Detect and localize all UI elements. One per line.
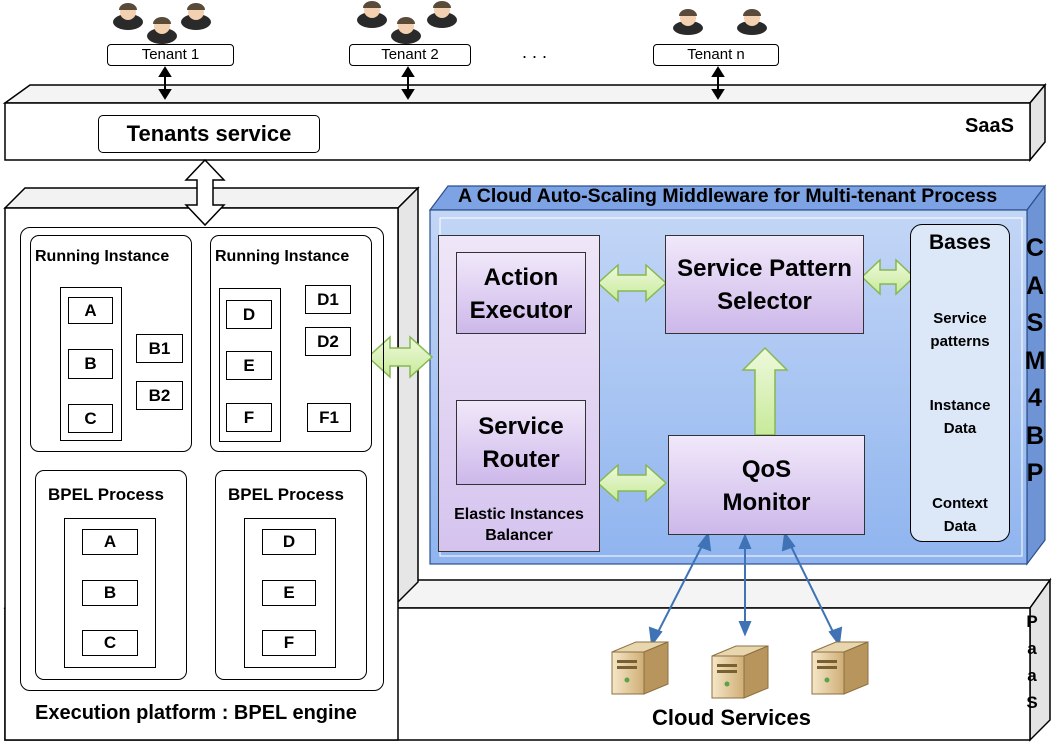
bases-panel[interactable]: Bases Service patterns Instance Data Con… xyxy=(910,224,1010,542)
tenant-n[interactable]: Tenant n xyxy=(653,44,779,66)
bpel-process-1-group xyxy=(64,518,156,668)
paas-letter: P xyxy=(1026,612,1038,631)
running-instance-2-title: Running Instance xyxy=(215,248,350,265)
bpel-node-c[interactable]: C xyxy=(82,630,138,656)
bpel-node-f[interactable]: F xyxy=(262,630,316,656)
bases-item-context-data: Context Data xyxy=(932,495,988,535)
running-instance-2-group xyxy=(219,288,281,442)
node-d2[interactable]: D2 xyxy=(305,327,351,356)
paas-letter: S xyxy=(1026,693,1038,712)
tenant-arrows xyxy=(158,66,725,100)
service-pattern-selector-label: Service Pattern Selector xyxy=(677,255,852,315)
bpel-node-d[interactable]: D xyxy=(262,529,316,555)
node-d[interactable]: D xyxy=(226,300,272,329)
server-icon-1 xyxy=(611,641,669,695)
tenant-1[interactable]: Tenant 1 xyxy=(107,44,234,66)
bpel-process-2-title: BPEL Process xyxy=(228,485,344,504)
node-e[interactable]: E xyxy=(226,351,272,380)
node-b2[interactable]: B2 xyxy=(136,381,183,410)
casm-side-label: C A S M 4 B P xyxy=(1022,230,1048,493)
node-f[interactable]: F xyxy=(226,403,272,432)
server-icon-3 xyxy=(811,641,869,695)
casm-side-letter: S xyxy=(1026,309,1044,337)
green-arrows xyxy=(366,258,916,503)
elastic-instances-balancer-label: Elastic Instances Balancer xyxy=(454,506,584,544)
tenants-service[interactable]: Tenants service xyxy=(98,115,320,153)
user-icon-group-1 xyxy=(113,3,211,44)
node-f1[interactable]: F1 xyxy=(307,403,351,432)
saas-exec-double-arrow xyxy=(184,158,226,227)
action-executor[interactable]: Action Executor xyxy=(456,252,586,334)
tenant-ellipsis: . . . xyxy=(522,42,548,62)
running-instance-1-title: Running Instance xyxy=(35,248,170,265)
qos-monitor[interactable]: QoS Monitor xyxy=(668,435,865,535)
tenant-2[interactable]: Tenant 2 xyxy=(349,44,471,66)
service-router[interactable]: Service Router xyxy=(456,400,586,485)
paas-letter: a xyxy=(1027,639,1037,658)
execution-platform-inner xyxy=(20,227,384,691)
execution-platform-label: Execution platform : BPEL engine xyxy=(35,702,357,724)
casm-side-letter: B xyxy=(1025,421,1045,450)
bpel-node-a[interactable]: A xyxy=(82,529,138,555)
cloud-services-label: Cloud Services xyxy=(652,705,811,730)
casm-side-letter: P xyxy=(1026,459,1044,487)
server-icon-2 xyxy=(711,645,769,699)
bases-item-instance-data: Instance Data xyxy=(929,397,991,437)
node-b1[interactable]: B1 xyxy=(136,334,183,363)
paas-letter: a xyxy=(1027,666,1037,685)
user-icon-group-2 xyxy=(357,1,457,44)
casm-side-letter: A xyxy=(1025,271,1045,300)
paas-layer-label: P a a S xyxy=(1022,608,1042,716)
bases-item-service-patterns: Service patterns xyxy=(930,310,990,350)
node-b[interactable]: B xyxy=(68,349,113,379)
casm-title: A Cloud Auto-Scaling Middleware for Mult… xyxy=(458,185,998,207)
casm-side-letter: 4 xyxy=(1028,384,1042,412)
node-a[interactable]: A xyxy=(68,297,113,324)
bases-title: Bases xyxy=(929,231,991,254)
node-c[interactable]: C xyxy=(68,404,113,433)
bpel-process-2-group xyxy=(244,518,336,668)
node-d1[interactable]: D1 xyxy=(305,285,351,314)
service-router-label: Service Router xyxy=(478,413,564,473)
bpel-node-e[interactable]: E xyxy=(262,580,316,606)
qos-monitor-label: QoS Monitor xyxy=(722,456,811,516)
cloud-service-arrows xyxy=(648,531,843,647)
casm-side-letter: C xyxy=(1025,234,1045,262)
action-executor-label: Action Executor xyxy=(469,264,573,324)
user-icon-group-n xyxy=(673,9,767,35)
casm-side-letter: M xyxy=(1024,346,1046,375)
saas-layer-label: SaaS xyxy=(965,115,1014,137)
running-instance-1-group xyxy=(60,287,122,441)
service-pattern-selector[interactable]: Service Pattern Selector xyxy=(665,235,864,334)
bpel-node-b[interactable]: B xyxy=(82,580,138,606)
bpel-process-1-title: BPEL Process xyxy=(48,485,164,504)
